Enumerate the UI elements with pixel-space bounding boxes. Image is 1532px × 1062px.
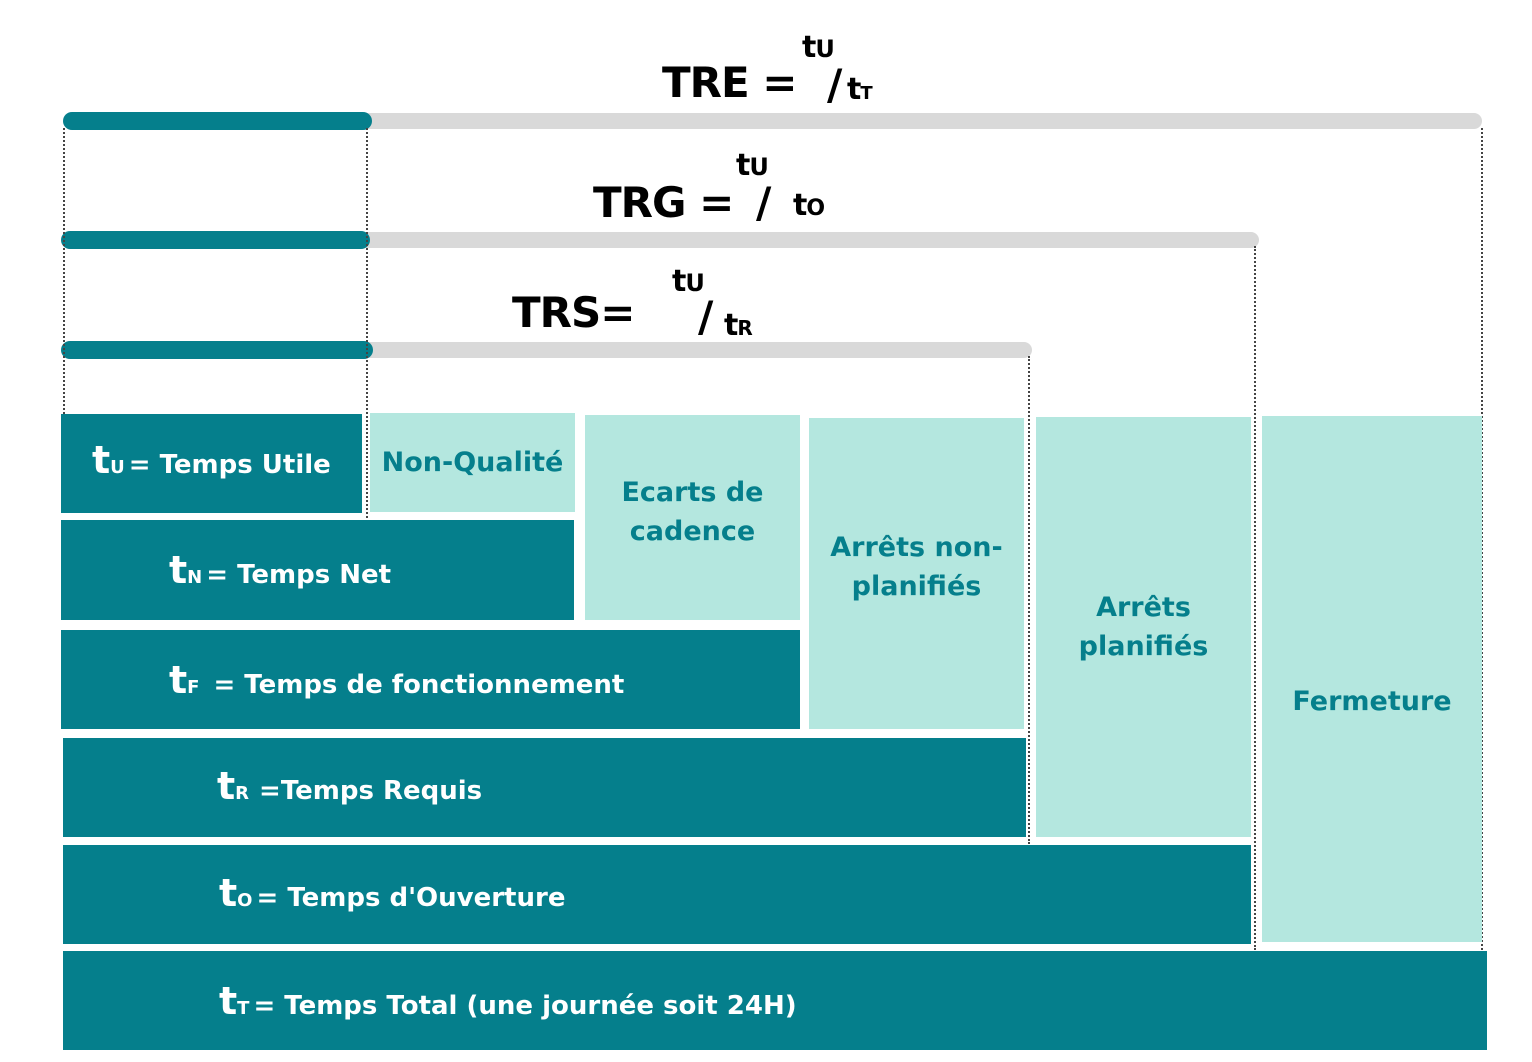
box-non-qualite: Non-Qualité (370, 413, 575, 512)
formula-trg: TRG = tU / tO (593, 148, 853, 238)
label-ecarts-cadence: Ecarts de cadence (621, 477, 764, 547)
formula-trg-slash: / (756, 178, 771, 227)
label-arrets-planifies: Arrêts planifiés (1078, 592, 1209, 662)
formula-tre-numerator: tU (802, 30, 835, 65)
formula-trs-denominator: tR (724, 308, 753, 343)
formula-trg-denominator: tO (793, 188, 825, 223)
guide-line-trg-end (1254, 246, 1256, 950)
box-arrets-non-planifies: Arrêts non-planifiés (809, 418, 1024, 729)
guide-line-useful (366, 128, 368, 522)
tre-total-bar (64, 113, 1482, 129)
formula-trg-numerator: tU (736, 148, 769, 183)
formula-trs-slash: / (698, 292, 713, 341)
formula-trs: TRS= tU / tR (512, 264, 772, 348)
box-ecarts-cadence: Ecarts de cadence (585, 415, 800, 620)
guide-line-tre-end (1481, 128, 1483, 950)
label-fermeture: Fermeture (1292, 685, 1452, 717)
box-fermeture: Fermeture (1262, 416, 1482, 942)
formula-tre-slash: / (827, 60, 842, 109)
trg-useful-bar (61, 231, 370, 249)
guide-line-trs-end (1028, 356, 1030, 844)
box-arrets-planifies: Arrêts planifiés (1036, 417, 1251, 837)
tre-useful-bar (63, 112, 372, 130)
guide-line-left (63, 128, 65, 414)
formula-tre-label: TRE = (662, 58, 797, 107)
formula-tre-denominator: tT (847, 72, 873, 107)
trs-useful-bar (61, 341, 373, 359)
formula-tre: TRE = tU / tT (662, 30, 922, 118)
label-non-qualite: Non-Qualité (381, 447, 564, 478)
formula-trg-label: TRG = (593, 178, 734, 227)
formula-trs-label: TRS= (512, 288, 635, 337)
label-arrets-non-planifies: Arrêts non-planifiés (830, 532, 1003, 602)
formula-trs-numerator: tU (672, 264, 705, 299)
